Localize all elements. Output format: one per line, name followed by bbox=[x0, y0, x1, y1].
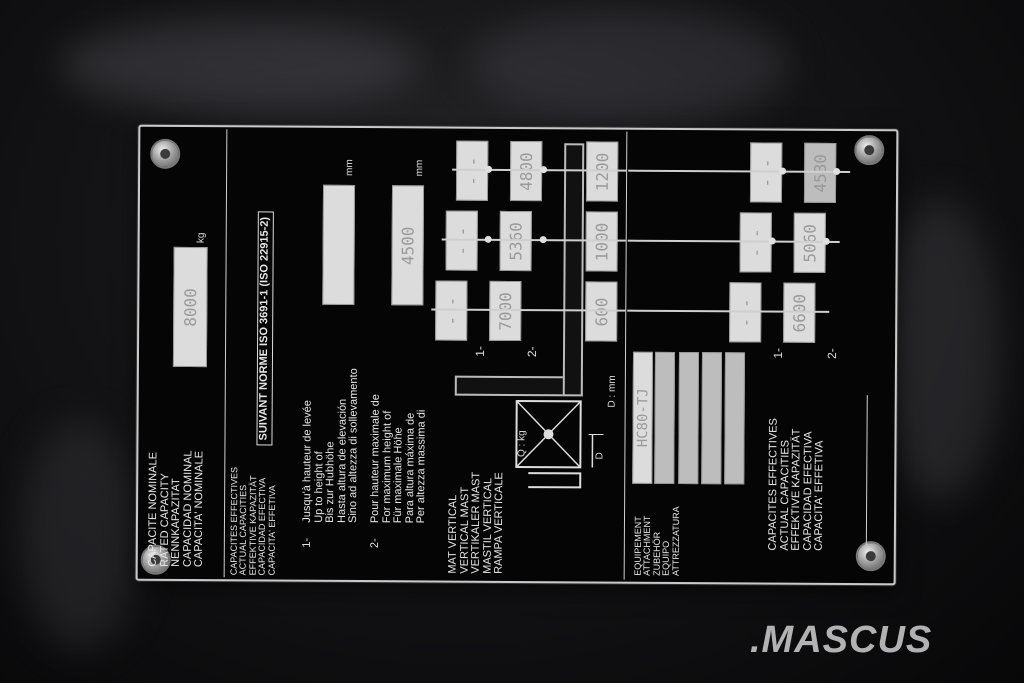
attachment-value: HC80-TJ bbox=[634, 388, 651, 448]
nominal-line: CAPACITA' NOMINALE bbox=[192, 451, 206, 568]
grid-line bbox=[628, 169, 851, 174]
divider bbox=[865, 395, 868, 546]
norm-label: SUIVANT NORME ISO 3691-1 (ISO 22915-2) bbox=[256, 211, 274, 446]
rated-capacity-value: 8000 bbox=[180, 287, 200, 327]
item2-number: 2- bbox=[368, 538, 382, 549]
row-label: 1- bbox=[770, 347, 786, 359]
attachment-text: EQUIPEMENT ATTACHMENT ZUBEHÖR EQUIPO ATT… bbox=[633, 506, 682, 577]
nominal-capacity-text: CAPACITE NOMINALE RATED CAPACITY NENNKAP… bbox=[147, 450, 206, 568]
attachment-cell bbox=[724, 352, 746, 485]
mm-unit: mm bbox=[344, 159, 356, 177]
mast-line: RAMPA VERTICALE bbox=[492, 472, 506, 574]
mast-shape bbox=[562, 143, 585, 397]
height2-box: 4500 bbox=[391, 185, 425, 306]
attachment-cell: HC80-TJ bbox=[632, 351, 654, 484]
item1-number-text: 1- bbox=[300, 537, 313, 548]
glossy-reflection bbox=[880, 200, 1000, 500]
height1-box bbox=[322, 184, 356, 306]
glossy-reflection bbox=[20, 420, 140, 650]
item2-number-text: 2- bbox=[368, 538, 381, 549]
height2-value: 4500 bbox=[398, 226, 418, 265]
grid-dot bbox=[539, 236, 547, 244]
mast-text: MAT VERTICAL VERTICAL MAST VERTIKALER MA… bbox=[447, 472, 506, 574]
glossy-reflection bbox=[60, 20, 420, 110]
row-label: 2- bbox=[824, 348, 840, 359]
attachment-cell bbox=[678, 351, 700, 485]
screw-icon bbox=[150, 138, 181, 169]
grid-dot bbox=[485, 165, 493, 173]
d-mm-label: D : mm bbox=[606, 375, 618, 408]
attachment-line: ATTREZZATURA bbox=[670, 506, 681, 577]
item1-line: Sino ad altezza di sollevamento bbox=[347, 368, 361, 524]
screw-icon bbox=[854, 135, 885, 166]
norm-text: SUIVANT NORME ISO 3691-1 (ISO 22915-2) bbox=[257, 216, 271, 441]
actual-line: CAPACITA' EFFETIVA bbox=[266, 485, 277, 576]
glossy-reflection bbox=[470, 10, 790, 120]
grid-dot bbox=[540, 166, 548, 174]
right-line: CAPACITA' EFFETIVA bbox=[812, 440, 826, 551]
grid-dot bbox=[833, 167, 841, 175]
grid-line bbox=[627, 239, 840, 243]
mm-unit: mm bbox=[414, 159, 426, 177]
mascus-watermark: .MASCUS bbox=[750, 619, 933, 661]
item1-text: Jusqu'à hauteur de levée Up to height of… bbox=[301, 368, 361, 524]
attachment-cell bbox=[654, 351, 676, 484]
item2-line: Per altezza massima di bbox=[415, 409, 428, 524]
item2-text: Pour hauteur maximale de For maximum hei… bbox=[369, 394, 429, 524]
load-diagram-icon bbox=[515, 399, 604, 489]
screw-icon bbox=[855, 541, 886, 572]
grid-dot bbox=[779, 167, 787, 175]
grid-dot bbox=[768, 237, 776, 245]
attachment-cell bbox=[701, 352, 723, 485]
right-capacity-text: CAPACITES EFFECTIVES ACTUAL CAPACITIES E… bbox=[767, 418, 827, 551]
actual-capacity-text: CAPACITES EFFECTIVES ACTUAL CAPACITIES E… bbox=[229, 467, 278, 576]
row-label: 2- bbox=[524, 346, 540, 358]
grid-dot bbox=[822, 237, 830, 245]
kg-unit: kg bbox=[195, 232, 207, 244]
grid-dot bbox=[484, 235, 492, 243]
q-label: Q : kg bbox=[516, 430, 528, 458]
row-label: 1- bbox=[472, 346, 488, 357]
divider bbox=[223, 129, 228, 578]
d-label: D bbox=[594, 452, 606, 460]
capacity-plate: CAPACITE NOMINALE RATED CAPACITY NENNKAP… bbox=[135, 124, 899, 586]
divider bbox=[623, 131, 628, 580]
rated-capacity-box: 8000 bbox=[172, 246, 208, 368]
item1-number: 1- bbox=[300, 537, 314, 548]
